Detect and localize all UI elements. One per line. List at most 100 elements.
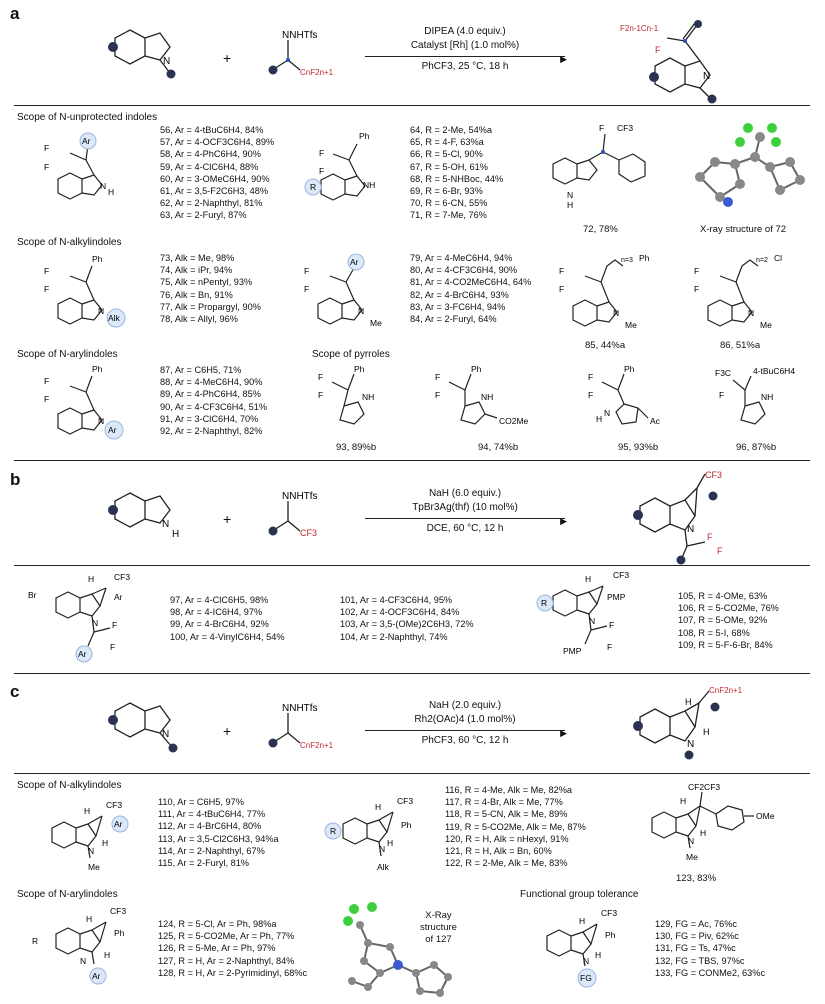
svg-text:Ph: Ph [605,930,616,940]
list-97-100: 97, Ar = 4-ClC6H5, 98%98, Ar = 4-IC6H4, … [170,595,285,642]
svg-text:N: N [613,308,619,318]
panel-label-a: a [10,4,20,23]
svg-text:Ar: Ar [350,257,359,267]
svg-text:R: R [310,182,316,192]
structure-64-71: R Ph F F NH [304,131,375,201]
svg-text:CO2Me: CO2Me [499,416,529,426]
svg-text:F: F [319,166,324,176]
svg-text:Ac: Ac [650,416,661,426]
svg-text:PMP: PMP [607,592,626,602]
svg-text:PMP: PMP [563,646,582,656]
svg-text:Me: Me [686,852,698,862]
list-110-115: 110, Ar = C6H5, 97%111, Ar = 4-tBuC6H4, … [158,797,279,869]
svg-text:H: H [585,574,591,584]
svg-text:F: F [319,148,324,158]
svg-text:N: N [604,408,610,418]
heading-c-arylindoles: Scope of N-arylindoles [17,889,118,900]
structure-94: Ph F F NH CO2Me [435,364,529,426]
svg-text:FG: FG [580,973,592,983]
svg-text:N: N [162,729,169,740]
svg-text:F: F [44,143,49,153]
xray-127-image [343,902,452,997]
svg-text:N: N [688,836,694,846]
svg-text:Ar: Ar [108,425,117,435]
svg-text:F: F [44,394,49,404]
structure-79-84: Ar F F N Me [304,253,382,328]
structure-110-115: Ar CF3 H H N Me [51,800,129,872]
svg-text:4-tBuC6H4: 4-tBuC6H4 [753,366,795,376]
svg-text:NNHTfs: NNHTfs [282,30,318,41]
product-b: CF3 N F F [633,470,723,565]
svg-text:H: H [86,914,92,924]
svg-text:F3C: F3C [715,368,731,378]
heading-arylindoles: Scope of N-arylindoles [17,349,118,360]
product-c: CnF2n+1 H H N [633,686,743,760]
svg-text:Ph: Ph [359,131,370,141]
svg-text:R: R [330,826,336,836]
caption-93: 93, 89%b [336,442,377,453]
caption-xray-72: X-ray structure of 72 [700,224,787,235]
structure-72: F CF3 N H [552,123,646,210]
svg-text:N: N [162,519,169,530]
svg-text:H: H [567,200,573,210]
svg-text:Ph: Ph [471,364,482,374]
structure-124-128: Ar R CF3 H Ph H N [32,906,126,985]
hydrazone-reagent-a: NNHTfs CnF2n+1 [268,30,334,77]
svg-text:Ar: Ar [78,649,87,659]
caption-94: 94, 74%b [478,442,519,453]
svg-text:CF3: CF3 [617,123,633,133]
svg-text:H: H [108,187,114,197]
structure-129-133: FG CF3 H Ph H N [546,908,617,988]
svg-text:H: H [595,950,601,960]
svg-text:H: H [596,414,602,424]
svg-text:F: F [607,642,612,652]
conditions-c: NaH (2.0 equiv.) Rh2(OAc)4 (1.0 mol%) ▶ … [365,699,567,748]
svg-text:Alk: Alk [377,862,390,872]
caption-95: 95, 93%b [618,442,659,453]
svg-text:n=2: n=2 [756,257,768,264]
caption-123: 123, 83% [676,873,717,884]
svg-text:F: F [707,532,713,542]
heading-alkylindoles: Scope of N-alkylindoles [17,237,122,248]
list-73-78: 73, Alk = Me, 98%74, Alk = iPr, 94%75, A… [160,253,261,325]
svg-text:F: F [44,266,49,276]
svg-text:CF3: CF3 [300,528,317,538]
svg-text:F: F [588,390,593,400]
svg-text:N: N [98,416,104,426]
svg-text:NH: NH [761,392,773,402]
svg-text:F: F [588,372,593,382]
svg-text:H: H [703,727,710,737]
svg-text:n=3: n=3 [621,257,633,264]
svg-text:H: H [102,838,108,848]
svg-text:CF3: CF3 [110,906,126,916]
svg-text:H: H [700,828,706,838]
svg-text:Ph: Ph [92,254,103,264]
conditions-b: NaH (6.0 equiv.) TpBr3Ag(thf) (10 mol%) … [365,487,567,536]
svg-text:H: H [680,796,686,806]
atom-N: N [163,56,170,67]
svg-text:F: F [44,284,49,294]
xray-72-image [695,123,805,207]
list-101-104: 101, Ar = 4-CF3C6H4, 95%102, Ar = 4-OCF3… [340,595,474,642]
svg-text:Ar: Ar [82,136,91,146]
indole-reactant-b: N H [108,492,179,540]
svg-text:Me: Me [760,320,772,330]
svg-text:F: F [318,372,323,382]
svg-text:Ph: Ph [639,253,650,263]
svg-text:N: N [100,181,106,191]
svg-text:N: N [358,306,364,316]
svg-text:Cl: Cl [774,253,782,263]
panel-label-b: b [10,470,21,489]
svg-text:Ar: Ar [114,592,123,602]
list-79-84: 79, Ar = 4-MeC6H4, 94%80, Ar = 4-CF3C6H4… [410,253,532,325]
svg-text:NH: NH [363,180,375,190]
svg-text:Ph: Ph [354,364,365,374]
list-56-63: 56, Ar = 4-tBuC6H4, 84%57, Ar = 4-OCF3C6… [160,125,275,221]
svg-text:F: F [694,284,699,294]
caption-72: 72, 78% [583,224,618,235]
svg-text:F: F [435,372,440,382]
product-a: F2n-1Cn-1 F N [620,20,717,104]
